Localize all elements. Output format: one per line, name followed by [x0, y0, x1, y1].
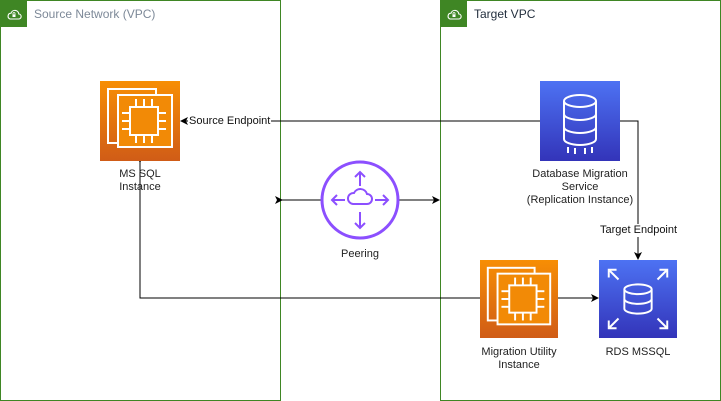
mssql-label-line2: Instance: [119, 181, 161, 193]
peering-label: Peering: [341, 248, 379, 260]
migration-utility-label: Migration Utility Instance: [464, 346, 574, 372]
migration-utility-line2: Instance: [498, 359, 540, 371]
mssql-label-line1: MS SQL: [119, 168, 161, 180]
target-endpoint-connector: [620, 120, 642, 260]
utility-connector: [136, 155, 599, 302]
ec2-instance-icon: [480, 260, 558, 338]
target-endpoint-label: Target Endpoint: [599, 224, 679, 237]
dms-label-line3: (Replication Instance): [526, 194, 634, 206]
rds-icon: [599, 260, 677, 338]
rds-label: RDS MSSQL: [605, 346, 671, 358]
dms-label: Database Migration Service (Replication …: [505, 168, 655, 207]
target-vpc-title: Target VPC: [474, 7, 536, 21]
source-vpc-title: Source Network (VPC): [34, 7, 156, 21]
target-vpc-header: Target VPC: [441, 1, 535, 27]
source-vpc-header: Source Network (VPC): [1, 1, 155, 27]
dms-label-line1: Database Migration: [532, 168, 628, 180]
vpc-peering-icon: [320, 160, 400, 240]
mssql-instance-label: MS SQL Instance: [90, 168, 190, 194]
ec2-instance-icon: [100, 81, 180, 161]
database-migration-service-icon: [540, 81, 620, 161]
source-endpoint-label: Source Endpoint: [188, 115, 272, 128]
migration-utility-line1: Migration Utility: [481, 346, 557, 358]
dms-label-line2: Service: [561, 181, 599, 193]
cloud-lock-icon: [441, 1, 467, 27]
cloud-lock-icon: [1, 1, 27, 27]
